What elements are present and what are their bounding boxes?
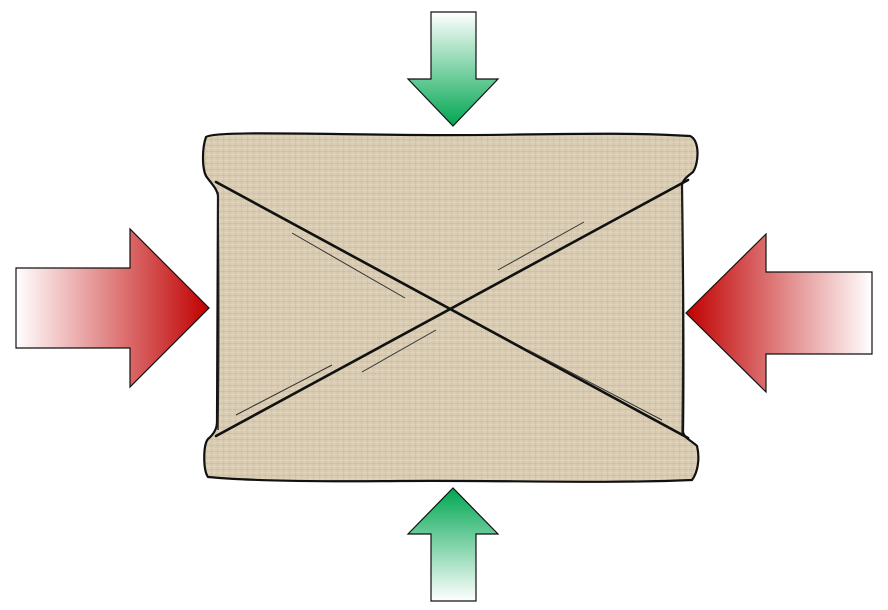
bottom-green-arrow [406, 487, 500, 602]
right-red-arrow [685, 232, 873, 394]
diagonal-brace-1 [214, 180, 690, 440]
top-green-arrow [406, 11, 500, 127]
canvas-left-edge [217, 191, 220, 431]
brace-highlights [235, 221, 663, 421]
canvas-panel [201, 132, 700, 483]
left-red-arrow [15, 227, 210, 389]
canvas-right-edge [681, 183, 684, 437]
diagonal-brace-2 [214, 178, 690, 438]
